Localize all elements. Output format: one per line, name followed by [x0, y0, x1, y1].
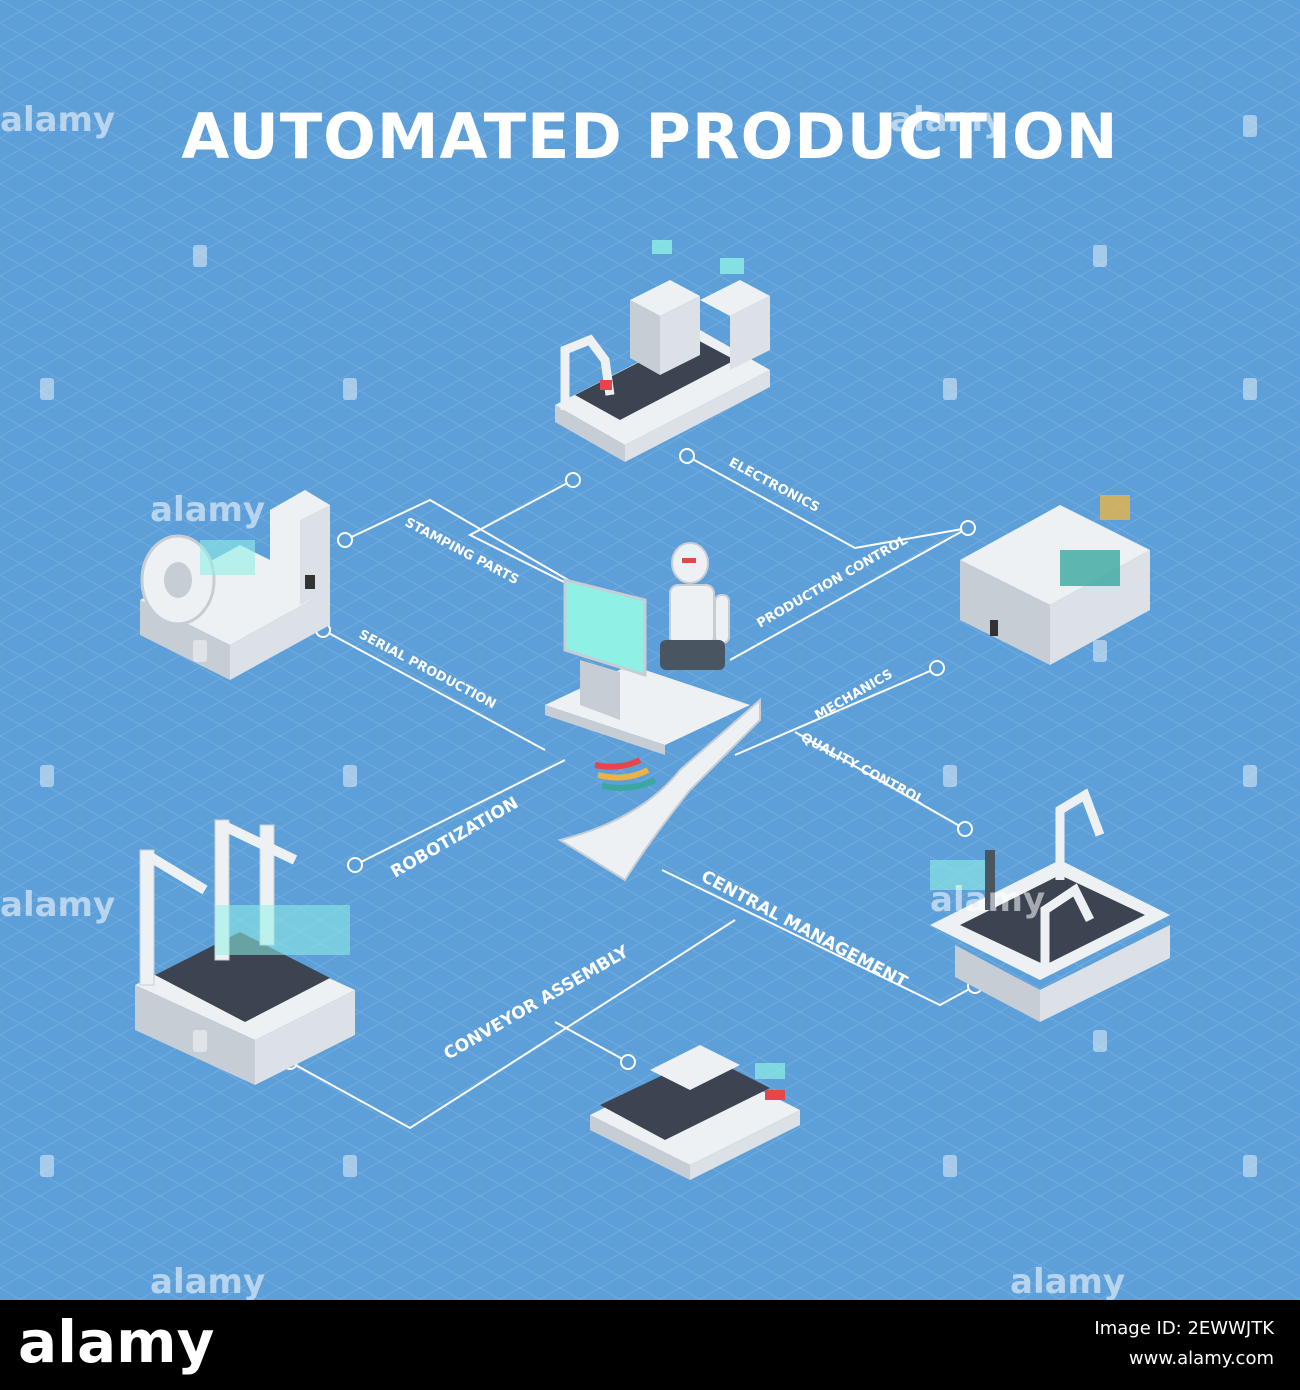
connector-production-control — [729, 527, 969, 661]
node-right-middle — [929, 660, 945, 676]
watermark-badge — [193, 1030, 207, 1052]
quality-control-cell — [930, 788, 1170, 1022]
watermark-badge — [40, 1155, 54, 1177]
watermark-text: alamy — [150, 490, 266, 530]
watermark-text: alamy — [150, 1262, 266, 1300]
watermark-badge — [40, 765, 54, 787]
watermark-badge — [943, 1155, 957, 1177]
watermark-badge — [943, 378, 957, 400]
robotization-cell — [135, 819, 355, 1085]
watermark-badge — [1093, 1030, 1107, 1052]
watermark-text: alamy — [890, 100, 1006, 140]
watermark-badge — [1093, 640, 1107, 662]
infographic-canvas: ELECTRONICS STAMPING PARTS PRODUCTION CO… — [0, 0, 1300, 1300]
watermark-badge — [1243, 115, 1257, 137]
production-control-machine — [960, 495, 1150, 665]
node-top-left — [565, 472, 581, 488]
connector-electronics-machine — [467, 479, 611, 606]
electronics-assembly-machine — [555, 240, 770, 462]
footer-bar: alamy Image ID: 2EWWJTK www.alamy.com — [0, 1300, 1300, 1390]
node-left-lower — [347, 857, 363, 873]
connector-lines — [289, 455, 976, 1130]
node-bottom-center — [620, 1054, 636, 1070]
watermark-text: alamy — [0, 100, 116, 140]
watermark-text: alamy — [0, 885, 116, 925]
connector-central-management — [661, 869, 976, 1007]
watermark-badge — [1093, 245, 1107, 267]
conveyor-assembly-machine — [590, 1045, 800, 1180]
watermark-badge — [1243, 378, 1257, 400]
connector-quality-control — [794, 731, 966, 830]
robot-operator-workstation — [545, 542, 761, 882]
watermark-badge — [1243, 765, 1257, 787]
image-id: Image ID: 2EWWJTK — [1094, 1318, 1274, 1339]
watermark-text: alamy — [1010, 1262, 1126, 1300]
watermark-badge — [1243, 1155, 1257, 1177]
connector-stamping-parts — [344, 498, 621, 611]
connector-conveyor-assembly — [289, 919, 736, 1130]
footer-url: www.alamy.com — [1128, 1348, 1274, 1369]
watermark-badge — [343, 765, 357, 787]
connector-electronics — [686, 455, 969, 550]
node-left-upper — [337, 532, 353, 548]
connector-mechanics — [734, 667, 938, 756]
watermark-badge — [343, 378, 357, 400]
connector-robotization — [354, 759, 566, 866]
watermark-badge — [343, 1155, 357, 1177]
watermark-badge — [193, 640, 207, 662]
node-right-upper — [960, 520, 976, 536]
stamping-press-machine — [140, 490, 330, 680]
node-right-lower — [957, 821, 973, 837]
watermark-badge — [193, 245, 207, 267]
footer-logo: alamy — [18, 1308, 215, 1376]
watermark-badge — [943, 765, 957, 787]
page-title: AUTOMATED PRODUCTION — [181, 100, 1119, 173]
watermark-text: alamy — [930, 880, 1046, 920]
flowchart-diagram: ELECTRONICS STAMPING PARTS PRODUCTION CO… — [0, 0, 1300, 1300]
connector-bottom-machine — [554, 1021, 629, 1063]
node-top-right — [679, 448, 695, 464]
connector-serial-production — [322, 629, 546, 751]
watermark-badge — [40, 378, 54, 400]
